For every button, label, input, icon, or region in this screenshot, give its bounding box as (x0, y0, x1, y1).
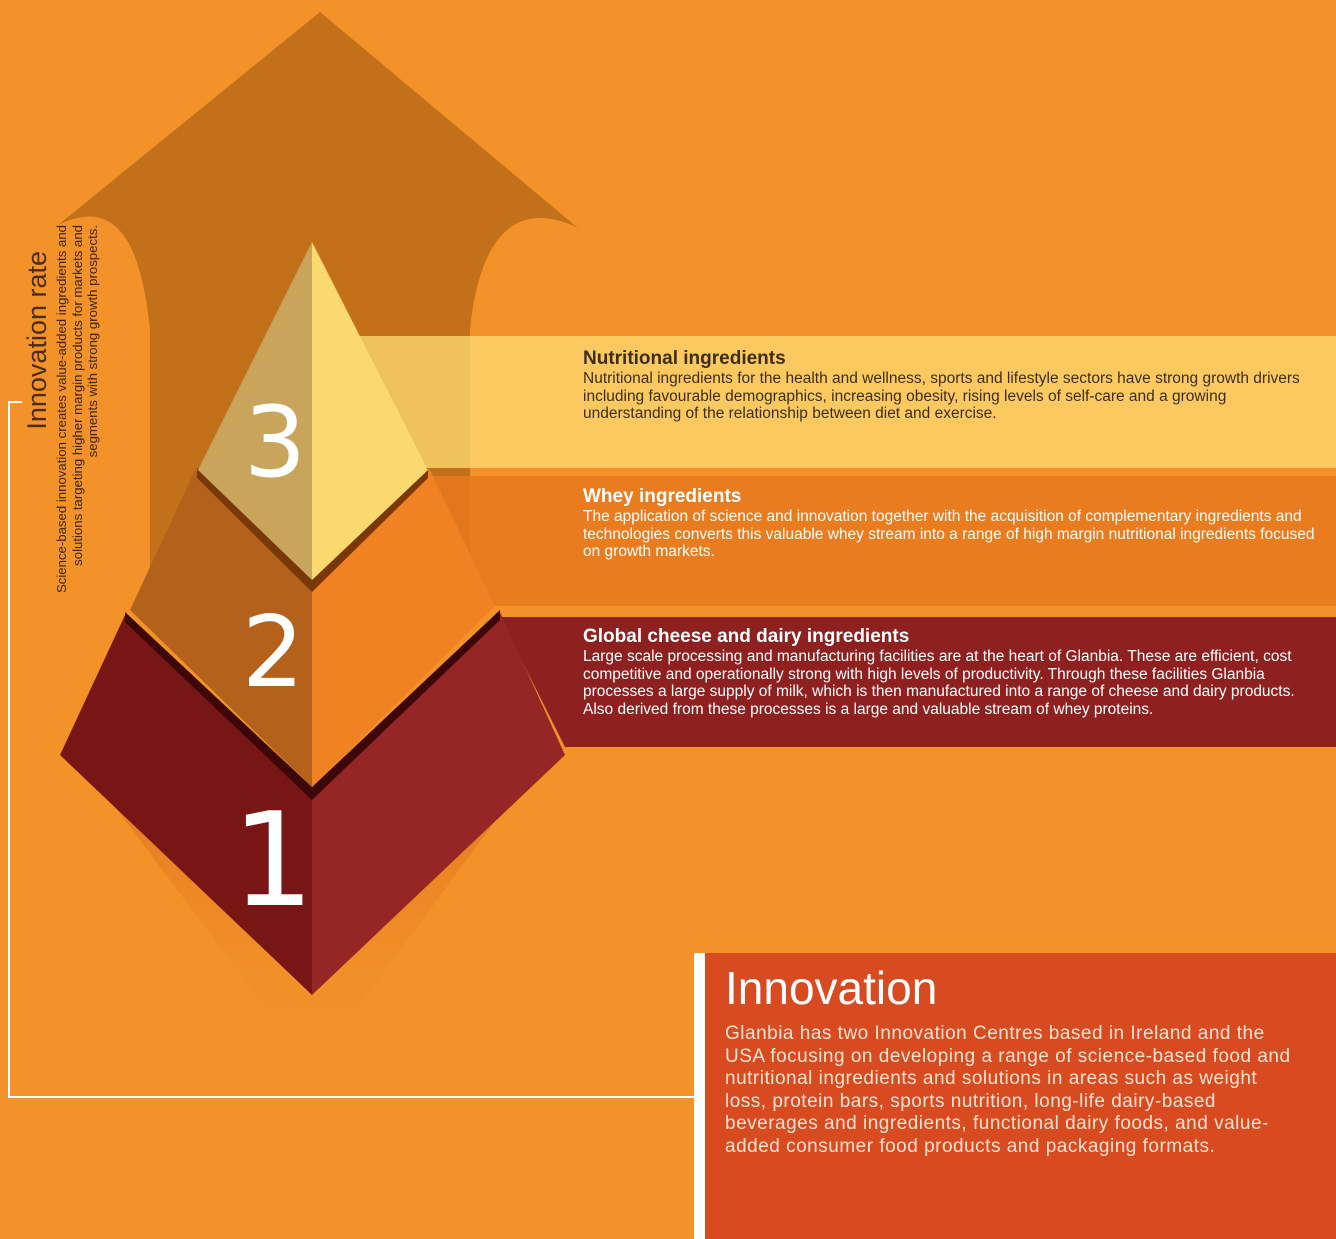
innovation-rate: Innovation rate Science-based innovation… (20, 225, 120, 615)
cheese-dairy-text: Global cheese and dairy ingredients Larg… (583, 626, 1316, 718)
innovation-title: Innovation (725, 962, 938, 1014)
cheese-dairy-title: Global cheese and dairy ingredients (583, 626, 910, 647)
innovation-panel: Innovation Glanbia has two Innovation Ce… (705, 953, 1336, 1239)
innovation-rate-description: Science-based innovation creates value-a… (54, 225, 100, 594)
tier-3-number: 3 (243, 386, 307, 500)
tier-3-left (198, 242, 312, 580)
tier-1-left (60, 615, 312, 995)
nutritional-ingredients-body: Nutritional ingredients for the health a… (583, 370, 1300, 422)
tier-2-left (130, 470, 312, 787)
connector-line (8, 401, 694, 1098)
tier-1-right (312, 612, 565, 995)
cheese-dairy-body: Large scale processing and manufacturing… (583, 648, 1295, 718)
whey-ingredients-title: Whey ingredients (583, 486, 742, 507)
innovation-body: Glanbia has two Innovation Centres based… (725, 1023, 1291, 1157)
tier-2-number: 2 (241, 596, 305, 710)
band-whey (430, 476, 1336, 606)
innovation-rate-title: Innovation rate (22, 251, 52, 430)
band-nutritional (355, 336, 1336, 468)
tier-3-right (312, 242, 428, 580)
whey-ingredients-body: The application of science and innovatio… (583, 508, 1315, 560)
nutritional-ingredients-title: Nutritional ingredients (583, 348, 786, 369)
tier-2-right (312, 470, 495, 787)
tier-1-number: 1 (231, 784, 315, 936)
pyramid-shadow (80, 760, 540, 1070)
nutritional-ingredients-text: Nutritional ingredients Nutritional ingr… (583, 348, 1316, 423)
whey-ingredients-text: Whey ingredients The application of scie… (583, 486, 1316, 561)
band-cheese (500, 617, 1336, 747)
innovation-accent-stripe (694, 953, 705, 1239)
